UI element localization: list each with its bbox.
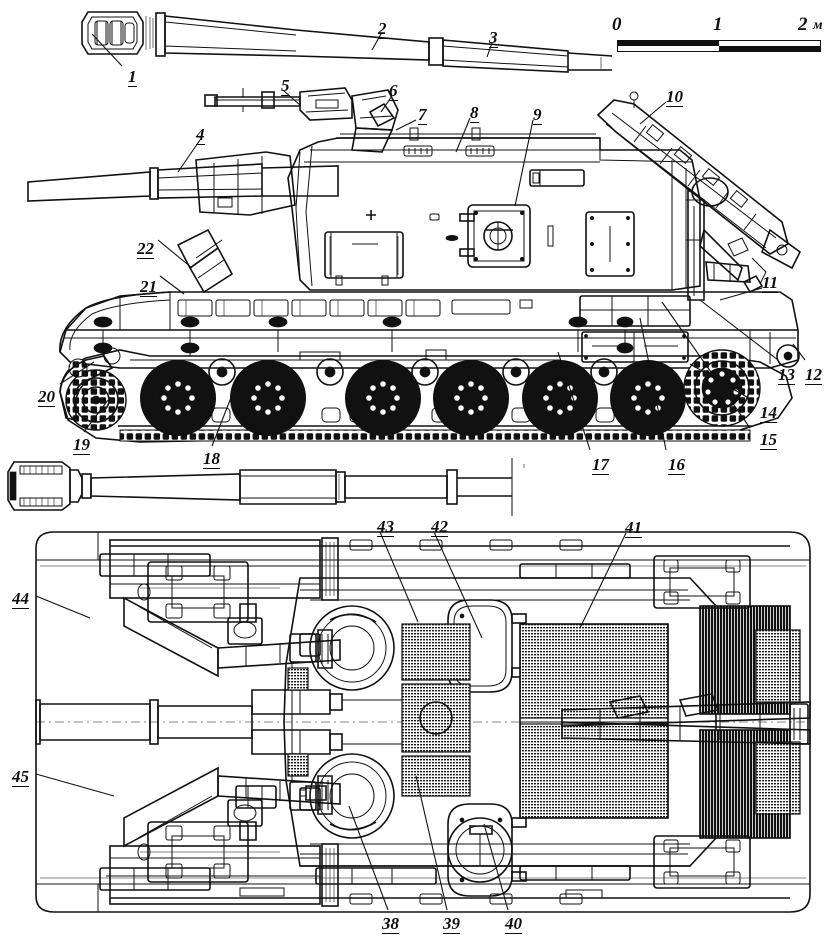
side-view-lowered-barrel — [27, 151, 339, 294]
callout-10: 10 — [666, 87, 683, 107]
barrel-plan-view — [7, 458, 525, 516]
callout-41: 41 — [625, 518, 642, 538]
scale-tick-0: 0 — [612, 14, 622, 35]
center-machinery — [287, 633, 327, 811]
drive-sprocket — [683, 349, 761, 427]
side-view-antiaircraft-mg — [204, 87, 399, 153]
callout-40: 40 — [505, 914, 522, 934]
callout-12: 12 — [805, 365, 822, 385]
callout-19: 19 — [73, 435, 90, 455]
top-view — [35, 531, 811, 913]
rear-dark-grilles — [699, 605, 801, 839]
callout-17: 17 — [592, 455, 609, 475]
callout-6: 6 — [389, 81, 398, 101]
side-view-hull — [59, 291, 799, 369]
callout-2: 2 — [378, 19, 387, 39]
callout-44: 44 — [12, 589, 29, 609]
callout-21: 21 — [140, 277, 157, 297]
scale-unit-label: м — [813, 18, 823, 33]
callout-1: 1 — [128, 67, 137, 87]
callout-3: 3 — [489, 28, 498, 48]
side-view-rear-loading-crane — [596, 91, 802, 301]
loader-cupola — [299, 753, 395, 839]
callout-14: 14 — [760, 403, 777, 423]
callout-45: 45 — [12, 767, 29, 787]
muzzle-brake — [81, 11, 166, 57]
commander-cupola — [299, 605, 395, 691]
callout-42: 42 — [431, 517, 448, 537]
scale-bar: 0 1 2 м — [612, 14, 826, 58]
scale-tick-2: 2 — [798, 14, 808, 35]
rear-crane-plan — [561, 693, 811, 745]
return-rollers — [208, 358, 618, 386]
callout-22: 22 — [137, 239, 154, 259]
fender-stowage-boxes — [177, 299, 533, 317]
callout-7: 7 — [418, 105, 427, 125]
callout-16: 16 — [668, 455, 685, 475]
side-view-turret — [287, 127, 701, 291]
callout-20: 20 — [38, 387, 55, 407]
front-idler-wheel — [65, 369, 127, 431]
callout-4: 4 — [196, 125, 205, 145]
engine-deck-grilles — [401, 623, 669, 819]
suspension-indicators — [93, 316, 634, 356]
scale-bar-graphic — [617, 40, 821, 52]
callout-15: 15 — [760, 430, 777, 450]
callout-38: 38 — [382, 914, 399, 934]
scale-tick-1: 1 — [713, 14, 723, 35]
callout-13: 13 — [778, 365, 795, 385]
callout-11: 11 — [762, 273, 779, 293]
callout-9: 9 — [533, 105, 542, 125]
oval-hatch-lower — [447, 803, 527, 897]
callout-18: 18 — [203, 449, 220, 469]
callout-43: 43 — [377, 517, 394, 537]
side-view-main-gun — [81, 11, 613, 73]
callout-39: 39 — [443, 914, 460, 934]
gun-barrel-plan — [35, 689, 404, 755]
callout-8: 8 — [470, 103, 479, 123]
callout-5: 5 — [281, 76, 290, 96]
rear-corner-stowage — [653, 555, 751, 889]
